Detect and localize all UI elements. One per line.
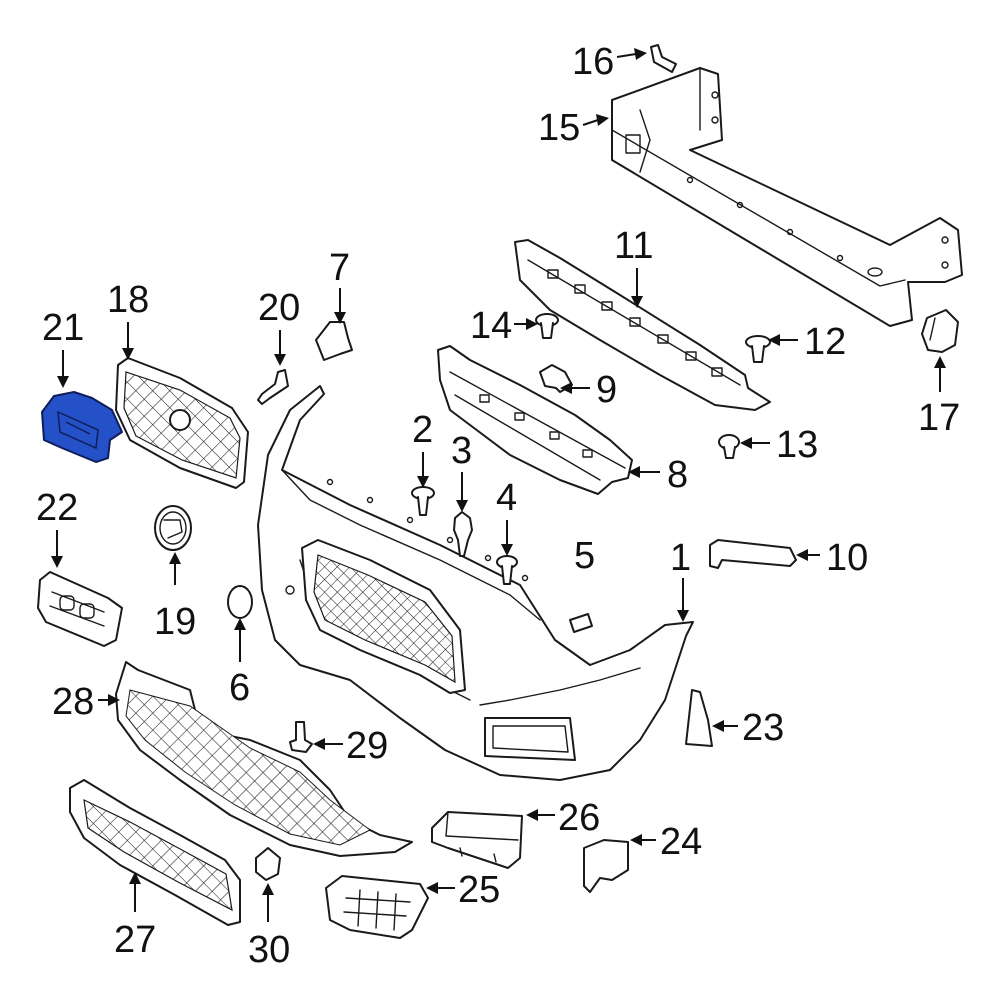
part-23-trim — [685, 689, 713, 747]
callout-9: 9 — [596, 369, 617, 411]
part-29-pin — [289, 721, 313, 753]
part-26-duct — [431, 811, 523, 869]
part-30-clip — [255, 847, 281, 881]
callout-labels: 1 2 3 4 5 6 7 8 9 10 11 12 13 14 15 16 1… — [36, 41, 960, 971]
callout-14: 14 — [470, 305, 512, 347]
part-13-clip — [718, 434, 740, 459]
part-20-bolt — [257, 369, 289, 405]
callout-24: 24 — [660, 821, 702, 863]
callout-18: 18 — [107, 279, 149, 321]
callout-13: 13 — [776, 424, 818, 466]
part-12-clip — [745, 335, 771, 363]
part-16-bolt — [650, 44, 677, 73]
part-2-fastener — [411, 486, 435, 516]
callout-23: 23 — [742, 707, 784, 749]
part-19-emblem — [154, 505, 192, 551]
part-17-bracket — [921, 309, 959, 353]
part-1-bumper-cover — [257, 385, 694, 781]
part-6-cap — [227, 585, 253, 619]
part-5-cover — [569, 613, 593, 633]
callout-20: 20 — [258, 287, 300, 329]
part-27-lower-grille — [69, 779, 241, 926]
part-11-absorber — [514, 239, 771, 411]
callout-16: 16 — [572, 41, 614, 83]
callout-6: 6 — [229, 667, 250, 709]
part-15-reinforcement-beam — [611, 67, 963, 327]
part-3-fastener — [453, 511, 473, 557]
part-18-grille — [115, 357, 249, 489]
part-25-vent — [325, 875, 429, 939]
callout-22: 22 — [36, 487, 78, 529]
part-8-absorber — [437, 345, 633, 495]
part-10-trim — [709, 539, 797, 569]
part-22-insert — [37, 571, 123, 647]
callout-21: 21 — [42, 307, 84, 349]
callout-27: 27 — [114, 919, 156, 961]
callout-19: 19 — [154, 601, 196, 643]
leader-lines — [51, 48, 946, 922]
callout-4: 4 — [496, 477, 517, 519]
part-24-bracket — [583, 839, 629, 893]
part-21-bracket-highlighted — [41, 391, 123, 463]
callout-29: 29 — [346, 725, 388, 767]
callout-17: 17 — [918, 397, 960, 439]
callout-8: 8 — [667, 454, 688, 496]
callout-5: 5 — [574, 535, 595, 577]
part-7-bracket — [315, 321, 353, 361]
callout-3: 3 — [451, 430, 472, 472]
part-28-undertray — [115, 661, 413, 857]
callout-2: 2 — [412, 409, 433, 451]
callout-28: 28 — [52, 681, 94, 723]
callout-30: 30 — [248, 929, 290, 971]
part-14-clip — [535, 313, 559, 339]
callout-10: 10 — [826, 537, 868, 579]
callout-1: 1 — [670, 537, 691, 579]
callout-7: 7 — [329, 247, 350, 289]
callout-25: 25 — [458, 869, 500, 911]
callout-26: 26 — [558, 797, 600, 839]
callout-11: 11 — [614, 225, 653, 267]
callout-15: 15 — [538, 107, 580, 149]
callout-12: 12 — [804, 321, 846, 363]
